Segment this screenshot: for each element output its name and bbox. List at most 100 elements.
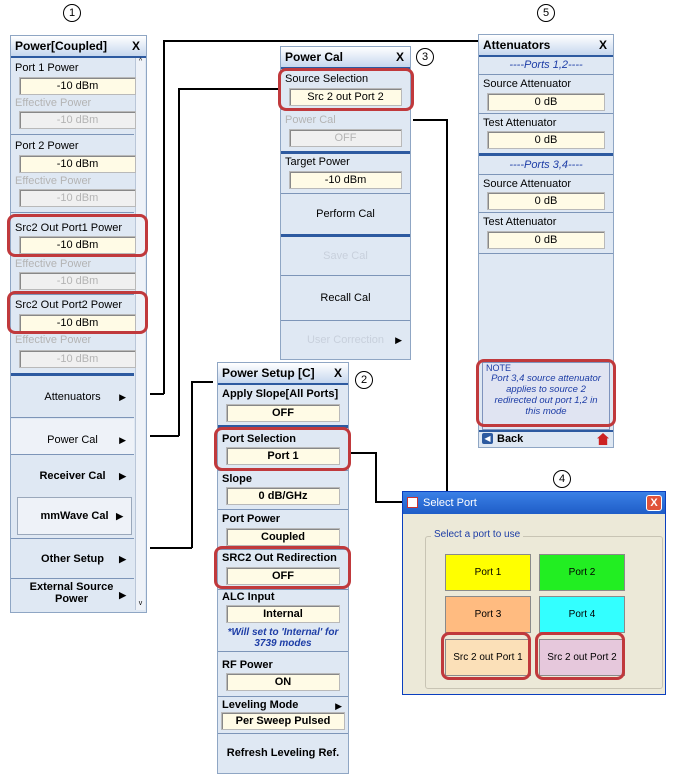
field-label: Effective Power — [15, 97, 92, 109]
connector-line — [163, 40, 165, 394]
power-cal-field: OFF — [289, 129, 402, 147]
arrow-right-icon: ▶ — [119, 471, 126, 481]
divider — [218, 425, 348, 428]
callout-3: 3 — [416, 48, 434, 66]
port-selection-field[interactable]: Port 1 — [226, 447, 340, 465]
test-attenuator-field[interactable]: 0 dB — [487, 131, 605, 149]
apply-slope-field[interactable]: OFF — [226, 404, 340, 422]
divider — [218, 651, 348, 652]
divider — [218, 696, 348, 697]
port-button-1[interactable]: Port 1 — [445, 554, 531, 591]
note-box: NOTE Port 3,4 source attenuator applies … — [482, 362, 610, 430]
button-label: Attenuators — [44, 391, 101, 403]
attenuators-button[interactable]: Attenuators ▶ — [11, 376, 134, 418]
home-icon[interactable] — [597, 433, 609, 445]
src2-port1-button[interactable]: Src 2 out Port 1 — [445, 639, 531, 676]
target-power-label: Target Power — [285, 156, 350, 168]
close-button[interactable]: X — [131, 39, 140, 53]
user-correction-button: User Correction ▶ — [281, 321, 410, 359]
other-setup-button[interactable]: Other Setup ▶ — [11, 538, 134, 578]
button-label: Receiver Cal — [39, 470, 106, 482]
source-selection-field[interactable]: Src 2 out Port 2 — [289, 88, 402, 106]
recall-cal-button[interactable]: Recall Cal — [320, 292, 371, 304]
alc-note: *Will set to 'Internal' for 3739 modes — [227, 627, 339, 649]
port2-power-field[interactable]: -10 dBm — [19, 155, 136, 173]
port-button-3[interactable]: Port 3 — [445, 596, 531, 633]
refresh-leveling-button[interactable]: Refresh Leveling Ref. — [226, 747, 340, 759]
alc-input-field[interactable]: Internal — [226, 605, 340, 623]
connector-line — [178, 88, 180, 436]
src2-port2-button[interactable]: Src 2 out Port 2 — [539, 639, 625, 676]
src2-port1-power-field[interactable]: -10 dBm — [19, 236, 136, 254]
field-label: Src2 Out Port2 Power — [15, 299, 122, 311]
connector-line — [351, 452, 376, 454]
apply-slope-label: Apply Slope[All Ports] — [222, 388, 339, 400]
src2-redirection-field[interactable]: OFF — [226, 567, 340, 585]
callout-1: 1 — [63, 4, 81, 22]
source-selection-label: Source Selection — [285, 73, 369, 85]
back-button[interactable]: Back — [497, 433, 524, 445]
scroll-up-icon[interactable]: ^ — [138, 58, 143, 65]
perform-cal-button[interactable]: Perform Cal — [316, 208, 375, 220]
save-cal-button: Save Cal — [323, 250, 368, 262]
divider — [479, 174, 613, 175]
close-button[interactable]: X — [333, 366, 342, 380]
target-power-field[interactable]: -10 dBm — [289, 171, 402, 189]
field-label: Port 1 Power — [15, 62, 79, 74]
close-icon[interactable]: X — [646, 495, 662, 511]
divider — [11, 212, 134, 213]
divider — [281, 151, 410, 154]
highlight-src2-port1 — [7, 214, 148, 257]
back-bar[interactable]: ◀ Back — [479, 430, 613, 447]
divider — [218, 549, 348, 550]
arrow-right-icon: ▶ — [395, 335, 402, 345]
button-label: External Source Power — [29, 581, 114, 605]
effective-power-field: -10 dBm — [19, 350, 136, 368]
scroll-down-icon[interactable]: v — [138, 600, 143, 607]
close-button[interactable]: X — [395, 50, 404, 64]
button-label: User Correction — [306, 334, 385, 346]
port1-power-field[interactable]: -10 dBm — [19, 77, 136, 95]
scrollbar[interactable]: ^ v — [135, 58, 145, 610]
port-button-4[interactable]: Port 4 — [539, 596, 625, 633]
connector-line — [375, 501, 402, 503]
receiver-cal-button[interactable]: Receiver Cal ▶ — [11, 454, 134, 496]
panel-title-text: Power Cal — [285, 50, 344, 64]
field-label: Effective Power — [15, 175, 92, 187]
leveling-mode-field[interactable]: Per Sweep Pulsed — [221, 712, 345, 730]
callout-5: 5 — [537, 4, 555, 22]
test-attenuator-field[interactable]: 0 dB — [487, 231, 605, 249]
source-attenuator-field[interactable]: 0 dB — [487, 192, 605, 210]
arrow-right-icon: ▶ — [119, 590, 126, 600]
rf-power-label: RF Power — [222, 659, 273, 671]
arrow-right-icon: ▶ — [119, 392, 126, 402]
divider — [479, 153, 613, 156]
divider — [281, 193, 410, 194]
src2-port2-power-field[interactable]: -10 dBm — [19, 314, 136, 332]
highlight-src2-redirection — [214, 546, 351, 589]
effective-power-field: -10 dBm — [19, 189, 136, 207]
port-power-field[interactable]: Coupled — [226, 528, 340, 546]
port-button-2[interactable]: Port 2 — [539, 554, 625, 591]
divider — [11, 134, 134, 135]
source-attenuator-field[interactable]: 0 dB — [487, 93, 605, 111]
button-label: Power Cal — [47, 434, 98, 446]
divider — [11, 294, 134, 295]
button-label: Other Setup — [41, 553, 104, 565]
divider — [218, 589, 348, 590]
test-attenuator-label: Test Attenuator — [483, 117, 557, 129]
rf-power-field[interactable]: ON — [226, 673, 340, 691]
slope-field[interactable]: 0 dB/GHz — [226, 487, 340, 505]
groupbox-label: Select a port to use — [431, 529, 524, 540]
highlight-src2-port2-button — [535, 632, 625, 680]
highlight-note — [476, 359, 616, 427]
arrow-right-icon: ▶ — [119, 554, 126, 564]
mmwave-cal-button[interactable]: mmWave Cal▶ — [17, 497, 132, 535]
ports-12-heading: ----Ports 1,2---- — [509, 59, 583, 71]
external-source-power-button[interactable]: External Source Power ▶ — [11, 578, 134, 610]
close-button[interactable]: X — [598, 38, 607, 52]
source-attenuator-label: Source Attenuator — [483, 78, 572, 90]
effective-power-field: -10 dBm — [19, 111, 136, 129]
